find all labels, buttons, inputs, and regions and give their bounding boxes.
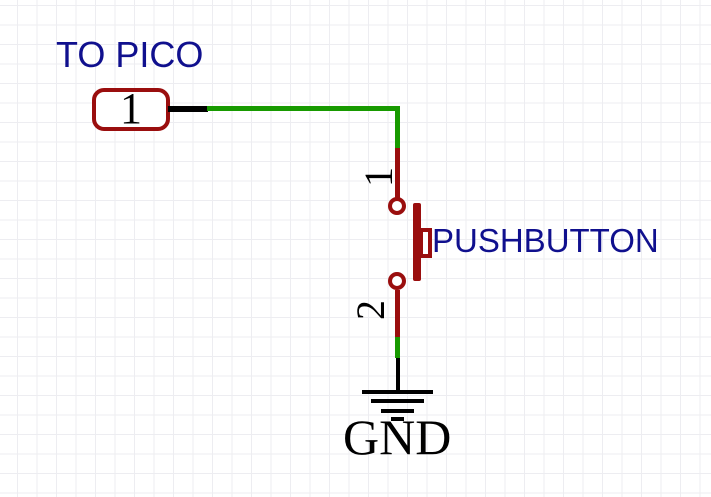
pushbutton-pin2-lead[interactable] <box>394 290 400 337</box>
gnd-symbol-bar-4[interactable] <box>391 417 404 421</box>
gnd-symbol-bar-2[interactable] <box>371 399 424 403</box>
net-label-to-pico[interactable]: TO PICO <box>56 34 204 75</box>
port-pin-number: 1 <box>120 83 142 133</box>
gnd-wire-stem[interactable] <box>395 358 400 391</box>
pushbutton-pin1-lead[interactable] <box>394 148 400 198</box>
component-name-label[interactable]: PUSHBUTTON <box>432 222 659 259</box>
pushbutton-actuator-button[interactable] <box>419 228 432 258</box>
net-wire-vertical[interactable] <box>394 106 400 148</box>
pushbutton-contact-top[interactable] <box>388 197 406 215</box>
net-wire-horizontal[interactable] <box>207 106 400 111</box>
gnd-wire-green-segment[interactable] <box>394 337 400 358</box>
port-pin-lead-wire[interactable] <box>168 106 208 112</box>
gnd-symbol-bar-1[interactable] <box>362 390 433 394</box>
pushbutton-pin2-number: 2 <box>348 300 393 320</box>
gnd-symbol-bar-3[interactable] <box>381 409 414 413</box>
port-pin-box[interactable]: 1 <box>92 83 170 133</box>
pushbutton-contact-bottom[interactable] <box>388 272 406 290</box>
pushbutton-actuator-bar[interactable] <box>413 203 421 281</box>
gnd-label[interactable]: GND <box>343 409 452 465</box>
pushbutton-pin1-number: 1 <box>356 167 401 187</box>
